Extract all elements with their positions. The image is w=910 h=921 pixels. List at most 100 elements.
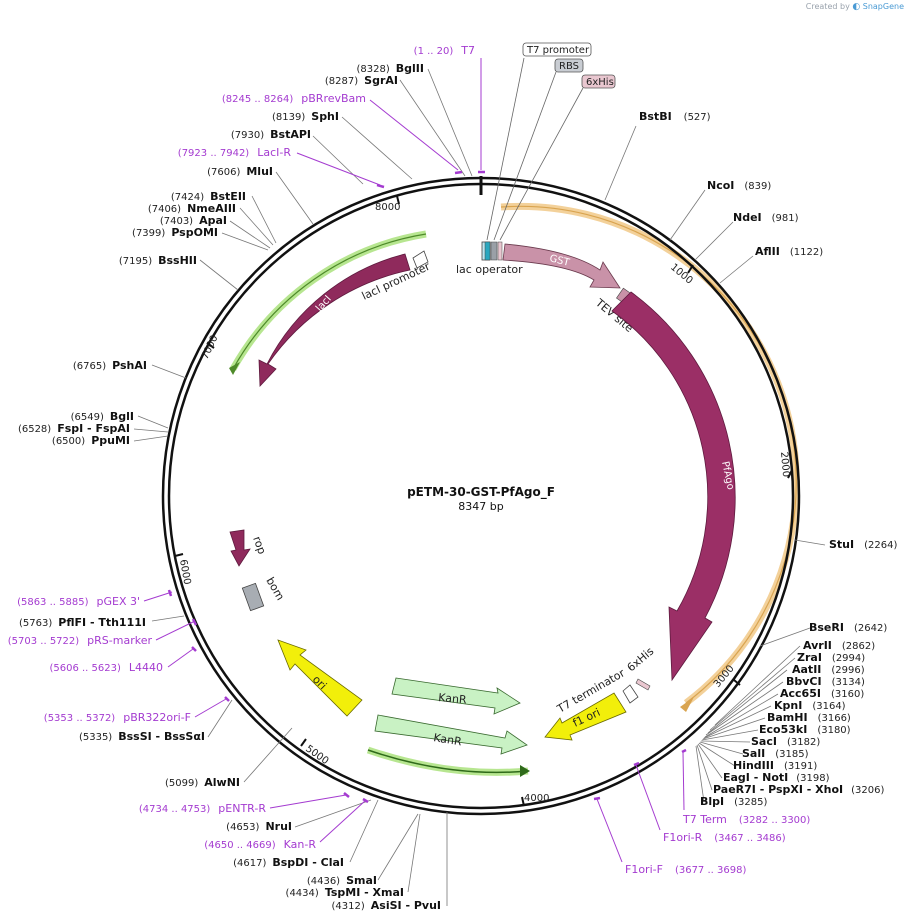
enzyme-bsssi[interactable]: (5335)BssSI - BssSαI — [79, 730, 205, 743]
snapgene-logo-icon: ◐ — [852, 2, 861, 12]
tick-label-7000: 7000 — [200, 334, 221, 362]
enzyme-bstapi[interactable]: (7930)BstAPI — [231, 128, 311, 141]
enzyme-paer7i[interactable]: PaeR7I - PspXI - XhoI(3206) — [713, 783, 885, 796]
primer-t7[interactable]: (1 .. 20)T7 — [414, 44, 475, 57]
kanr-orf-arrowhead — [520, 765, 530, 777]
t7-terminator-feature — [622, 684, 639, 704]
enzyme-xmai[interactable]: (4434)TspMI - XmaI — [286, 886, 404, 899]
tick-label-8000: 8000 — [375, 202, 400, 213]
t7-promoter-box-label: T7 promoter — [526, 45, 590, 56]
enzyme-clai[interactable]: (4617)BspDI - ClaI — [233, 856, 344, 869]
pfago-feature — [611, 291, 736, 682]
enzyme-bsteii[interactable]: (7424)BstEII — [171, 190, 246, 203]
enzyme-sgrai[interactable]: (8287)SgrAI — [325, 74, 398, 87]
enzyme-pshai[interactable]: (6765)PshAI — [73, 359, 147, 372]
primer-pgex3[interactable]: (5863 .. 5885)pGEX 3' — [17, 595, 140, 608]
enzyme-labels-right: BstBI(527) NcoI(839) NdeI(981) AflII(112… — [639, 110, 897, 808]
enzyme-zrai[interactable]: ZraI(2994) — [797, 651, 865, 664]
6xhis-mark — [497, 241, 503, 261]
enzyme-avrii[interactable]: AvrII(2862) — [803, 639, 875, 652]
bom-label: bom — [263, 575, 286, 603]
lac-operator-label: lac operator — [456, 263, 523, 276]
rop-feature — [229, 529, 251, 567]
enzyme-bsshii[interactable]: (7195)BssHII — [119, 254, 197, 267]
credit-brand: SnapGene — [862, 2, 904, 11]
tick-6000 — [174, 553, 184, 557]
enzyme-fspi[interactable]: (6528)FspI - FspAI — [18, 422, 130, 435]
6xhis-box — [581, 74, 616, 89]
enzyme-pspomi[interactable]: (7399)PspOMI — [132, 226, 218, 239]
tick-7000 — [206, 342, 215, 349]
enzyme-labels-left: (4312)AsiSI - PvuI (4434)TspMI - XmaI (4… — [18, 62, 441, 912]
gst-feature — [502, 243, 621, 289]
enzyme-ndei[interactable]: NdeI(981) — [733, 211, 799, 224]
primer-kan-r[interactable]: (4650 .. 4669)Kan-R — [204, 838, 316, 851]
enzyme-sphi[interactable]: (8139)SphI — [272, 110, 339, 123]
rop-label: rop — [250, 535, 268, 556]
enzyme-bbvci[interactable]: BbvCI(3134) — [786, 675, 865, 688]
enzyme-aflii[interactable]: AflII(1122) — [755, 245, 823, 258]
enzyme-bamhi[interactable]: BamHI(3166) — [767, 711, 851, 724]
primer-pbrrevbam[interactable]: (8245 .. 8264)pBRrevBam — [222, 92, 366, 105]
primer-leaders — [143, 58, 685, 863]
primer-pbr322ori-f[interactable]: (5353 .. 5372)pBR322ori-F — [44, 711, 191, 724]
enzyme-alwni[interactable]: (5099)AlwNI — [165, 776, 240, 789]
primer-labels: (1 .. 20)T7 (8245 .. 8264)pBRrevBam (792… — [8, 44, 811, 876]
primer-f1ori-f[interactable]: F1ori-F(3677 .. 3698) — [625, 863, 746, 876]
rbs-box-label: RBS — [559, 61, 579, 72]
enzyme-leaders — [133, 68, 826, 906]
top-box-leaders — [486, 57, 584, 241]
tick-4000 — [521, 796, 525, 807]
primer-site-marks — [167, 170, 687, 804]
enzyme-bseri[interactable]: BseRI(2642) — [809, 621, 887, 634]
enzyme-bgli[interactable]: (6549)BglI — [71, 410, 134, 423]
enzyme-aatii[interactable]: AatII(2996) — [792, 663, 865, 676]
f1ori-feature — [544, 692, 627, 741]
6xhis-box-label: 6xHis — [586, 77, 614, 88]
enzyme-pvui[interactable]: (4312)AsiSI - PvuI — [332, 899, 442, 912]
primer-pentr-r[interactable]: (4734 .. 4753)pENTR-R — [139, 802, 266, 815]
tick-3000 — [733, 679, 741, 686]
enzyme-ncoi[interactable]: NcoI(839) — [707, 179, 771, 192]
enzyme-bstbi[interactable]: BstBI(527) — [639, 110, 711, 123]
primer-laci-r[interactable]: (7923 .. 7942)LacI-R — [178, 146, 292, 159]
tick-label-6000: 6000 — [177, 559, 192, 586]
pfago-orf-glow — [500, 202, 800, 706]
tick-label-2000: 2000 — [778, 451, 791, 477]
t7-promoter-mark — [484, 241, 491, 261]
ori-feature — [277, 639, 363, 717]
primer-l4440[interactable]: (5606 .. 5623)L4440 — [49, 661, 163, 674]
primer-prs-marker[interactable]: (5703 .. 5722)pRS-marker — [8, 634, 153, 647]
enzyme-ppumi[interactable]: (6500)PpuMI — [52, 434, 130, 447]
enzyme-bglii[interactable]: (8328)BglII — [357, 62, 424, 75]
primer-t7-term[interactable]: T7 Term(3282 .. 3300) — [682, 813, 810, 826]
snapgene-credit: Created by ◐ SnapGene — [806, 2, 904, 12]
primer-f1ori-r[interactable]: F1ori-R(3467 .. 3486) — [663, 831, 786, 844]
enzyme-saci[interactable]: SacI(3182) — [751, 735, 820, 748]
enzyme-sali[interactable]: SalI(3185) — [742, 747, 809, 760]
enzyme-stui[interactable]: StuI(2264) — [829, 538, 897, 551]
tick-1000 — [687, 264, 694, 274]
enzyme-pflfi[interactable]: (5763)PflFI - Tth111I — [19, 616, 146, 629]
top-feature-boxes: T7 promoter RBS 6xHis — [522, 42, 616, 89]
kanr-feature-2 — [374, 714, 528, 755]
enzyme-mlui[interactable]: (7606)MluI — [207, 165, 273, 178]
enzyme-nmeaiii[interactable]: (7406)NmeAIII — [148, 202, 236, 215]
enzyme-apai[interactable]: (7403)ApaI — [160, 214, 227, 227]
enzyme-acc65i[interactable]: Acc65I(3160) — [780, 687, 864, 700]
enzyme-blpi[interactable]: BlpI(3285) — [700, 795, 767, 808]
tick-marks — [174, 195, 793, 807]
credit-text: Created by — [805, 2, 850, 11]
enzyme-kpni[interactable]: KpnI(3164) — [774, 699, 846, 712]
tick-5000 — [300, 738, 307, 747]
rbs-mark — [490, 241, 498, 261]
sixhis-feature — [635, 678, 651, 691]
enzyme-hindiii[interactable]: HindIII(3191) — [733, 759, 817, 772]
enzyme-eagi-noti[interactable]: EagI - NotI(3198) — [723, 771, 830, 784]
kanr-orf-line — [367, 749, 529, 774]
enzyme-eco53ki[interactable]: Eco53kI(3180) — [759, 723, 851, 736]
enzyme-smai[interactable]: (4436)SmaI — [307, 874, 377, 887]
lac-operator-block: lac operator — [456, 241, 523, 276]
kanr-label-2: KanR — [433, 731, 463, 748]
enzyme-nrui[interactable]: (4653)NruI — [226, 820, 292, 833]
